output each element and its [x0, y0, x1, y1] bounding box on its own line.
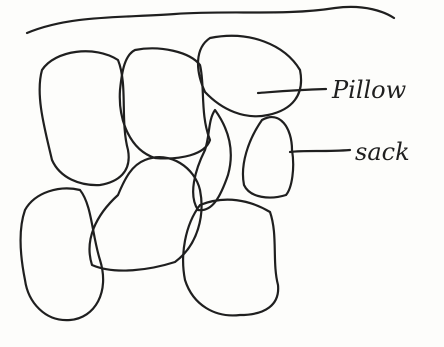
sack-shape [243, 117, 293, 197]
pillow-shape [90, 157, 202, 270]
pillow-shape [120, 48, 210, 158]
pillow-shape [198, 36, 301, 116]
pillow-shape [193, 110, 231, 210]
pillow-leader-line [258, 89, 326, 93]
pillow-shape [40, 51, 129, 185]
pillow-label: Pillow [331, 76, 407, 104]
pillow-shapes [20, 36, 301, 320]
pillow-shape [183, 200, 278, 316]
sack-label: sack [355, 138, 410, 166]
sack-top-boundary [27, 7, 394, 33]
sack-leader-line [290, 150, 350, 152]
